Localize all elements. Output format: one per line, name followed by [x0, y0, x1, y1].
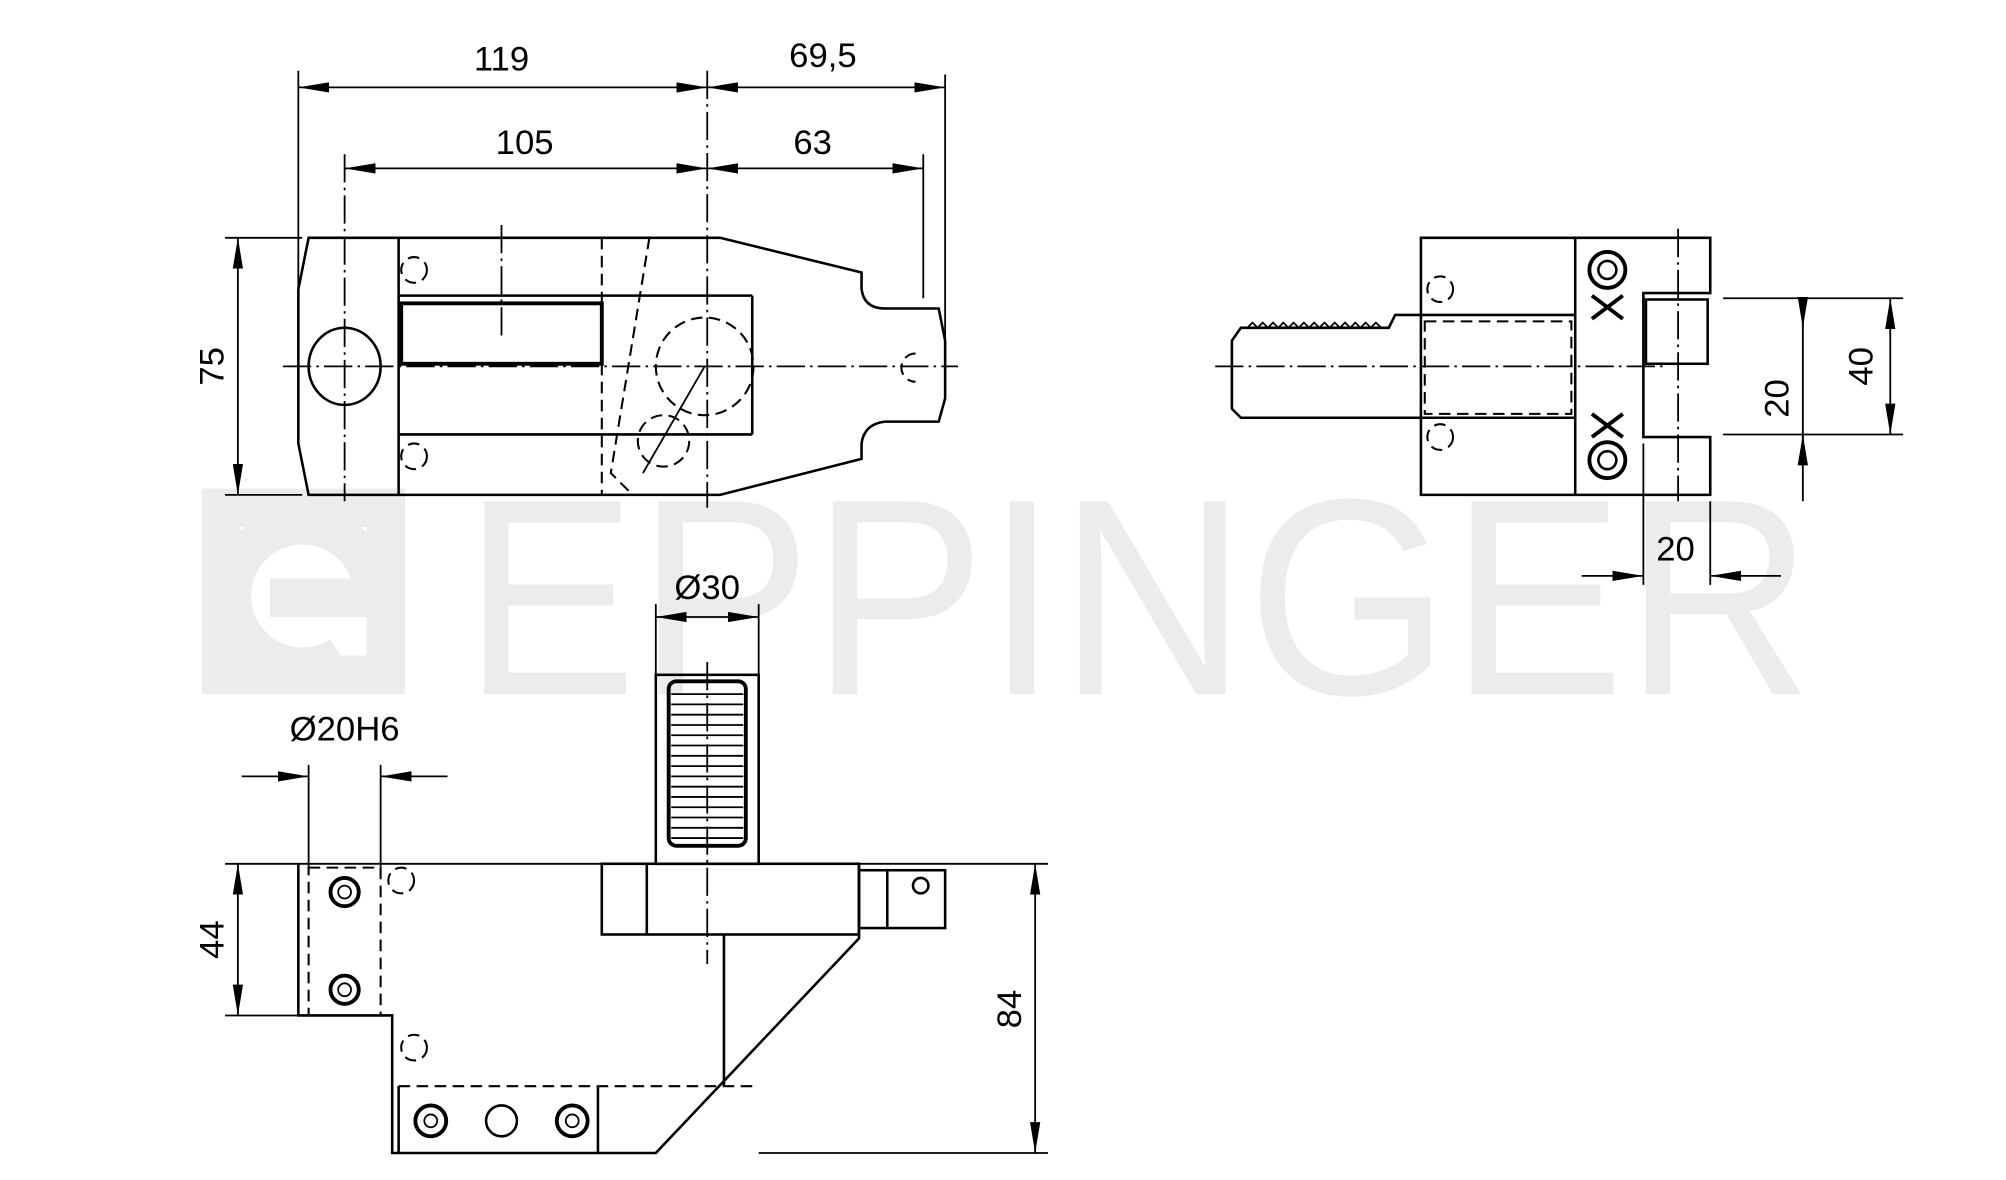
front-view: Ø30 Ø20H6 44: [194, 569, 1049, 1155]
dim-20-vertical: 20: [1759, 379, 1797, 418]
dim-diameter-20h6: Ø20H6: [290, 710, 400, 748]
watermark-text: EPPINGER: [463, 441, 1813, 754]
dim-40: 40: [1842, 347, 1880, 386]
eppinger-logo: [201, 488, 406, 695]
side-view: 40 20 20: [1215, 228, 1904, 585]
dim-20-horizontal: 20: [1656, 530, 1695, 568]
dim-63: 63: [793, 124, 832, 162]
dim-84: 84: [991, 990, 1029, 1029]
dim-75: 75: [194, 347, 232, 386]
dim-44: 44: [194, 920, 232, 959]
dim-diameter-30: Ø30: [674, 569, 740, 607]
dim-105: 105: [496, 124, 554, 162]
dim-119: 119: [474, 41, 529, 79]
top-view: 119 69,5 105 63 75: [194, 37, 958, 508]
eppinger-watermark: EPPINGER: [201, 441, 1813, 754]
dim-69-5: 69,5: [789, 37, 857, 75]
